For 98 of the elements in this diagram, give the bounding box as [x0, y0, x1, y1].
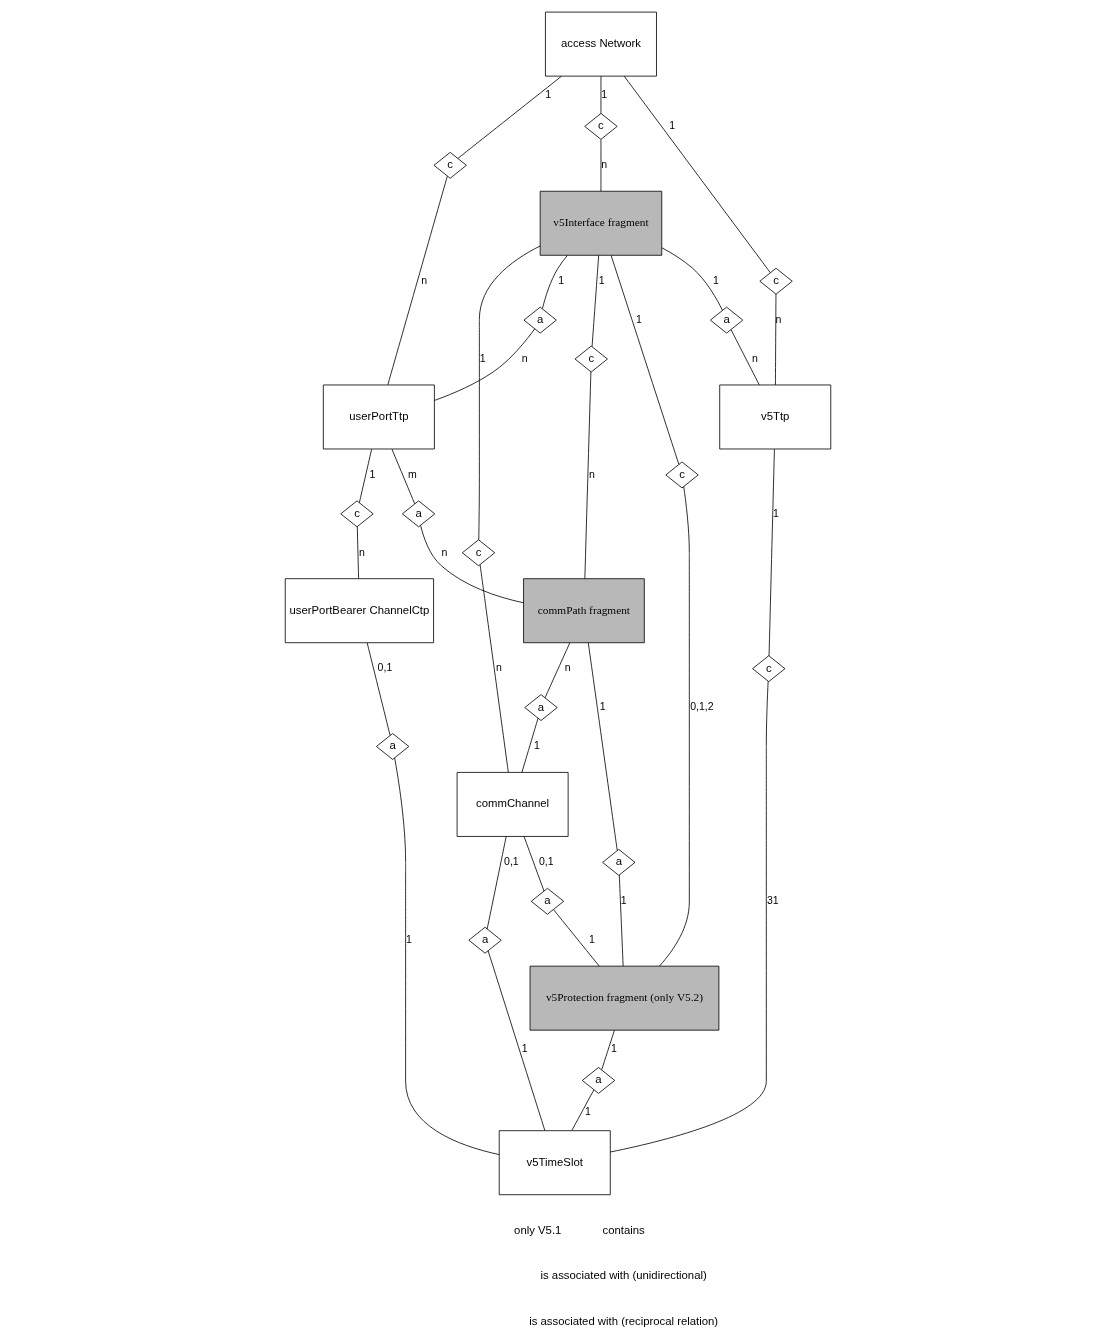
legend-label: is associated with (reciprocal relation) [528, 1314, 718, 1327]
edge-label: 1 [368, 467, 375, 480]
connector [658, 486, 690, 967]
edge-label: 0,1 [377, 661, 392, 674]
edge-label: 1 [620, 894, 627, 907]
connector [393, 757, 500, 1155]
connector [768, 448, 775, 657]
node-diamond: a [467, 926, 502, 954]
edge-label: 0,1,2 [689, 700, 714, 713]
node-diamond: a [523, 694, 558, 721]
node-box: v5Ttp [718, 384, 831, 450]
legend-label: contains [602, 1223, 645, 1236]
node-diamond: c [574, 345, 608, 373]
node-box: access Network [544, 11, 657, 77]
node-diamond: a [401, 500, 435, 528]
node-box: v5Interface fragment [539, 190, 662, 256]
connector [487, 950, 545, 1131]
connector [358, 448, 372, 504]
connector [433, 328, 535, 401]
connector [600, 75, 601, 114]
edge-label: 1 [584, 1104, 591, 1117]
connector [386, 175, 448, 386]
connector [521, 717, 538, 773]
edge-label: n [588, 467, 595, 480]
edge-label: 1 [521, 1041, 528, 1054]
node-diamond: c [433, 151, 467, 179]
edge-label: n [751, 351, 758, 364]
node-diamond: c [461, 539, 495, 567]
edge-label: n [441, 545, 447, 558]
node-diamond: a [709, 306, 743, 334]
connector [661, 247, 723, 311]
edge-label: 1 [772, 506, 779, 519]
edge-label: 1 [588, 932, 595, 945]
node-box: commChannel [456, 772, 569, 837]
label: only V5.1 [513, 1223, 561, 1236]
edge-label: 1 [598, 273, 605, 286]
edge-label: m [407, 467, 417, 480]
edge-label: 1 [405, 932, 412, 945]
connector [486, 836, 507, 930]
edge-label: 1 [533, 739, 540, 752]
node-diamond: a [581, 1067, 615, 1094]
connector [366, 642, 391, 736]
connector [623, 75, 771, 274]
connector [457, 75, 562, 159]
node-diamond: c [339, 500, 374, 528]
node-diamond: a [523, 306, 557, 334]
edge-label: 31 [766, 894, 779, 907]
connector [570, 1089, 594, 1131]
edge-label: 1 [544, 87, 551, 100]
connector [609, 680, 769, 1153]
edge-label: 0,1 [538, 855, 554, 868]
edge-label: n [358, 545, 365, 558]
connector [391, 448, 415, 505]
edge-label: 1 [610, 1041, 617, 1054]
node-box: v5TimeSlot [498, 1130, 611, 1196]
connector [541, 255, 568, 309]
edge-label: n [521, 351, 528, 364]
edge-label: n [495, 661, 502, 674]
edge-label: n [775, 312, 781, 325]
connector [600, 139, 601, 192]
node-diamond: c [751, 655, 785, 683]
edge-label: 1 [712, 273, 719, 286]
connector [552, 909, 600, 967]
node-box: v5Protection fragment (only V5.2) [529, 965, 719, 1031]
edge-label: n [600, 158, 607, 171]
edge-label: 1 [668, 119, 675, 132]
connector [610, 255, 679, 465]
node-box: userPortTtp [322, 384, 435, 450]
node-diamond: a [530, 887, 564, 915]
edge-label: 1 [557, 273, 564, 286]
connector [479, 564, 509, 773]
edge-label: 0,1 [503, 855, 519, 868]
connector [477, 245, 541, 541]
connector [618, 874, 624, 967]
legend-label: is associated with (unidirectional) [540, 1269, 707, 1282]
edge-label: 1 [599, 700, 606, 713]
node-box: userPortBearer ChannelCtp [284, 578, 434, 644]
edge-label: 1 [635, 312, 642, 325]
edge-label: 1 [600, 87, 607, 100]
connector [587, 642, 618, 851]
edge-label: n [564, 661, 571, 674]
edge-label: 1 [479, 351, 486, 364]
connector [544, 642, 570, 699]
node-diamond: a [375, 733, 409, 760]
node-diamond: c [664, 461, 699, 489]
connector [356, 526, 359, 579]
edge-label: n [420, 273, 427, 286]
connector [730, 329, 760, 386]
node-diamond: c [583, 113, 618, 140]
connector [583, 371, 591, 580]
node-box: commPath fragment [522, 578, 645, 644]
connector [523, 836, 544, 892]
connector [774, 293, 776, 386]
node-diamond: a [601, 849, 635, 876]
connector [419, 525, 524, 604]
node-diamond: c [758, 267, 793, 295]
connector [600, 1029, 615, 1071]
connector [591, 255, 599, 347]
